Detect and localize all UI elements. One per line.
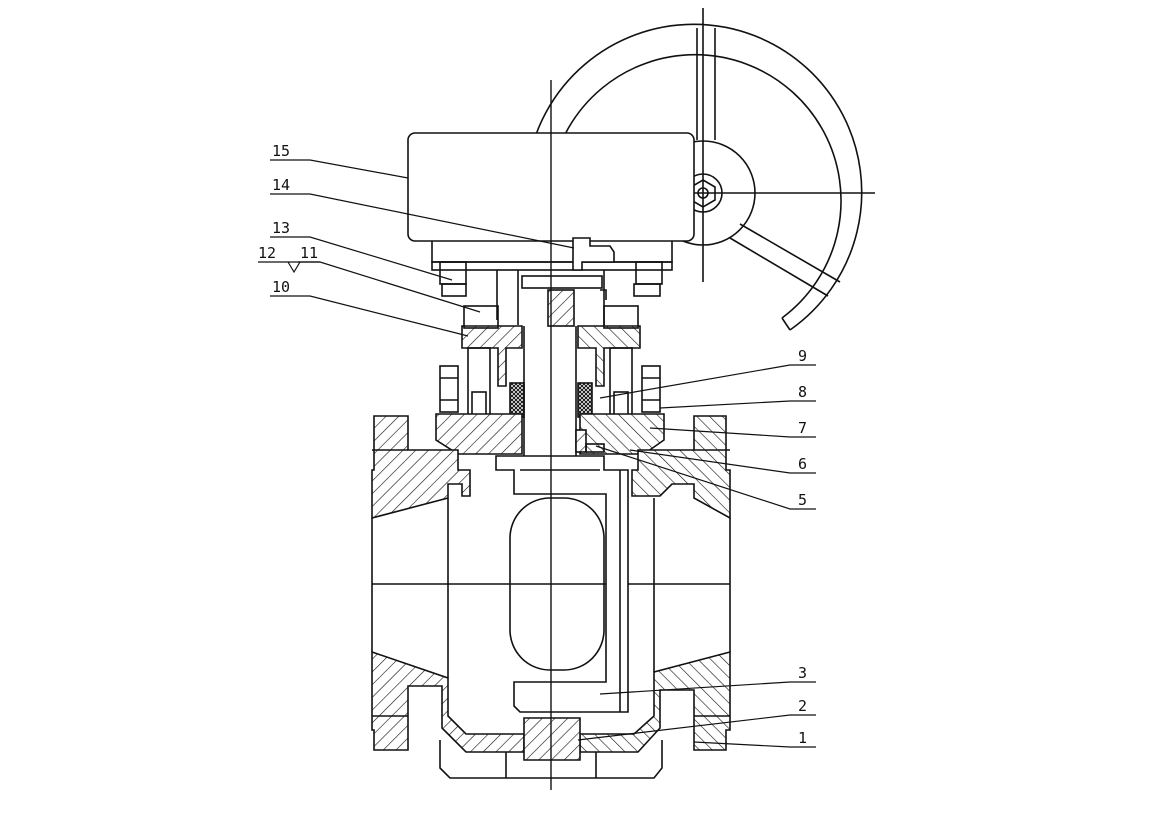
callout-2: 2	[798, 697, 807, 715]
stem	[523, 326, 577, 456]
gland-flange	[461, 325, 641, 387]
stem-top-section	[547, 289, 575, 327]
callout-5: 5	[798, 491, 807, 509]
callout-labels: 15 14 13 12 11 10 9 8 7 6 5 3 2 1	[258, 142, 807, 747]
packing-right	[577, 382, 593, 418]
callout-11: 11	[300, 244, 318, 262]
bracket	[496, 270, 607, 325]
packing-left	[509, 382, 525, 418]
callout-15: 15	[272, 142, 290, 160]
callout-6: 6	[798, 455, 807, 473]
callout-7: 7	[798, 419, 807, 437]
callout-13: 13	[272, 219, 290, 237]
callout-14: 14	[272, 176, 290, 194]
top-bolts	[439, 261, 663, 297]
callout-3: 3	[798, 664, 807, 682]
callout-8: 8	[798, 383, 807, 401]
bonnet-cover	[435, 413, 665, 455]
leader-lines	[258, 159, 816, 748]
callout-12: 12	[258, 244, 276, 262]
callout-1: 1	[798, 729, 807, 747]
plug	[495, 455, 629, 713]
callout-9: 9	[798, 347, 807, 365]
callout-10: 10	[272, 278, 290, 296]
bonnet-nuts	[439, 365, 661, 413]
valve-body	[371, 415, 731, 779]
coupling-key	[572, 237, 615, 271]
